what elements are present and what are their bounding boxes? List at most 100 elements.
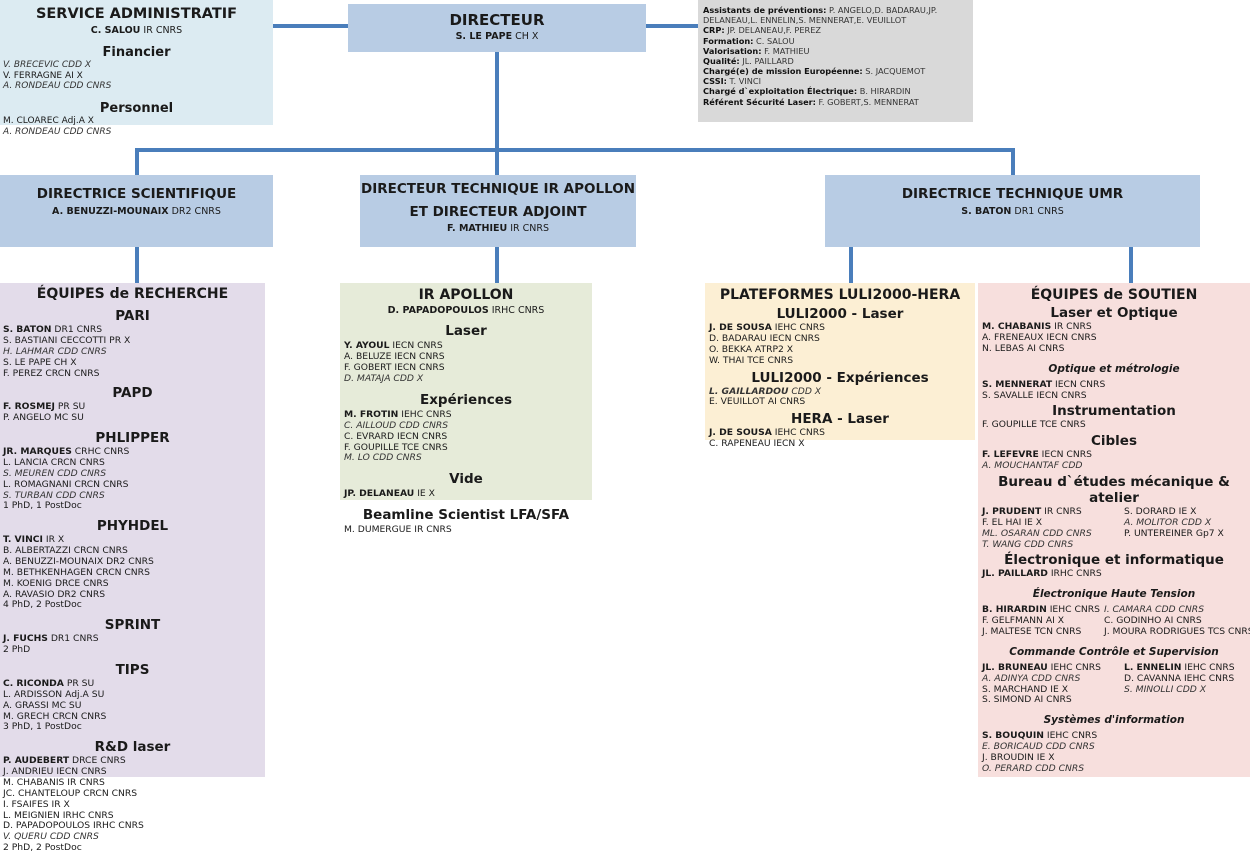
person-row: JL. PAILLARD IRHC CNRS (978, 568, 1250, 580)
person-detail: 2 PhD, 2 PostDoc (3, 842, 82, 854)
person-detail: J. MALTESE TCN CNRS (982, 625, 1082, 637)
person-row: P. ANGELO MC SU (0, 412, 265, 424)
person-row: J. MOURA RODRIGUES TCS CNRS (1100, 625, 1250, 638)
person-name: JL. PAILLARD (982, 568, 1048, 580)
person-row: C. RAPENEAU IECN X (705, 438, 975, 450)
connector-dir-tech-umr-to-support (1129, 247, 1133, 283)
role-row: Chargé(e) de mission Européenne: S. JACQ… (703, 66, 969, 76)
role-row: CSSI: T. VINCI (703, 76, 969, 86)
person-row: L. ROMAGNANI CRCN CNRS (0, 479, 265, 491)
person-row: M. KOENIG DRCE CNRS (0, 578, 265, 590)
person-row: S. SIMOND AI CNRS (978, 694, 1120, 706)
person-detail: H. LAHMAR CDD CNRS (3, 345, 107, 357)
plateformes-luli2000-hera-box: PLATEFORMES LULI2000-HERA LULI2000 - Las… (705, 283, 975, 449)
person-row: P. UNTEREINER Gp7 X (1120, 527, 1250, 540)
roles-and-missions-box: Assistants de préventions: P. ANGELO,D. … (698, 0, 973, 122)
admin-head: C. SALOU IR CNRS (0, 25, 273, 36)
role-value: B. HIRARDIN (857, 86, 911, 97)
person-detail: IEHC CNRS (1046, 604, 1100, 616)
group-heading: PHLIPPER (95, 430, 170, 447)
person-detail: E. BORICAUD CDD CNRS (982, 741, 1095, 753)
admin-title: SERVICE ADMINISTRATIF (35, 6, 238, 22)
person-detail: A. MOLITOR CDD X (1124, 516, 1212, 528)
role-label: CSSI: (703, 76, 727, 87)
role-value: F. GOBERT,S. MENNERAT (815, 96, 919, 107)
person-row: S. MEUREN CDD CNRS (0, 468, 265, 480)
directrice-technique-umr-box: DIRECTRICE TECHNIQUE UMR S. BATON DR1 CN… (825, 175, 1200, 247)
person-name: C. RICONDA (3, 678, 64, 689)
person-detail: IECN CNRS (1052, 378, 1106, 390)
person-detail: W. THAI TCE CNRS (709, 354, 794, 366)
person-row: B. ALBERTAZZI CRCN CNRS (0, 545, 265, 557)
director-role: CH X (512, 31, 539, 43)
person-detail: M. BETHKENHAGEN CRCN CNRS (3, 566, 150, 578)
person-row: V. FERRAGNE AI X (0, 71, 273, 82)
support-hd-bureau-etudes: Bureau d`études mécanique & atelier (998, 473, 1230, 506)
dir-tech-umr-name-line: S. BATON DR1 CNRS (825, 206, 1200, 217)
person-row: S. BOUQUIN IEHC CNRS (978, 730, 1250, 742)
service-administratif-box: SERVICE ADMINISTRATIF C. SALOU IR CNRS F… (0, 0, 273, 137)
person-row: T. VINCI IR X (0, 534, 265, 546)
person-detail: E. VEUILLOT AI CNRS (709, 396, 806, 408)
person-row: S. MENNERAT IECN CNRS (978, 378, 1250, 391)
group-heading: Expériences (420, 391, 512, 408)
support-hd-systemes-information: Systèmes d'information (1043, 714, 1185, 727)
person-detail: IEHC CNRS (1043, 730, 1098, 742)
person-detail: A. BENUZZI-MOUNAIX DR2 CNRS (3, 555, 154, 567)
person-detail: S. BASTIANI CECCOTTI PR X (3, 334, 131, 346)
person-row: 2 PhD, 2 PostDoc (0, 842, 265, 854)
support-hd-laser-optique: Laser et Optique (1050, 305, 1178, 322)
person-detail: F. GOUPILLE TCE CNRS (982, 419, 1086, 431)
person-detail: J. BROUDIN IE X (982, 752, 1055, 763)
person-name: J. DE SOUSA (709, 427, 772, 439)
person-row: S. TURBAN CDD CNRS (0, 490, 265, 502)
role-label: Assistants de préventions: (703, 5, 827, 15)
director-title: DIRECTEUR (449, 11, 545, 29)
ir-apollon-box: IR APOLLON D. PAPADOPOULOS IRHC CNRS Las… (340, 283, 592, 535)
person-row: F. EL HAI IE X (978, 516, 1120, 529)
person-detail: V. BRECEVIC CDD X (3, 60, 92, 71)
person-row: JR. MARQUES CRHC CNRS (0, 446, 265, 458)
person-row: JP. DELANEAU IE X (340, 488, 592, 500)
person-name: JR. MARQUES (3, 446, 72, 458)
research-title: ÉQUIPES de RECHERCHE (36, 286, 229, 302)
person-row: J. MALTESE TCN CNRS (978, 625, 1100, 638)
person-detail: N. LEBAS AI CNRS (982, 342, 1065, 354)
support-hd-optique-metrologie: Optique et métrologie (1048, 362, 1180, 375)
person-detail: IEHC CNRS (1047, 661, 1101, 673)
role-label: CRP: (703, 25, 725, 36)
person-detail: L. MEIGNIEN IRHC CNRS (3, 809, 114, 821)
connector-bus-to-dir-sci (135, 148, 139, 175)
roles-list: Assistants de préventions: P. ANGELO,D. … (703, 5, 969, 107)
person-detail: S. MINOLLI CDD X (1124, 683, 1207, 695)
role-row: Formation: C. SALOU (703, 36, 969, 46)
admin-head-role: IR CNRS (140, 24, 183, 36)
person-row: T. WANG CDD CNRS (978, 539, 1120, 551)
person-detail: S. SAVALLE IECN CNRS (982, 389, 1087, 401)
dir-tech-umr-name: S. BATON (961, 205, 1012, 217)
role-value: P. ANGELO,D. BADARAU,JP. DELANEAU,L. ENN… (703, 5, 938, 26)
person-detail: M. DUMERGUE IR CNRS (344, 524, 452, 536)
person-row: F. GOUPILLE TCE CNRS (978, 419, 1250, 431)
person-detail: B. ALBERTAZZI CRCN CNRS (3, 545, 128, 557)
person-row: E. VEUILLOT AI CNRS (705, 396, 975, 408)
person-detail: A. ADINYA CDD CNRS (982, 672, 1081, 684)
person-row: L. LANCIA CRCN CNRS (0, 457, 265, 469)
group-heading: TIPS (115, 662, 150, 678)
person-detail: P. UNTEREINER Gp7 X (1124, 527, 1224, 539)
group-heading: PARI (115, 308, 150, 325)
person-detail: A. RAVASIO DR2 CNRS (3, 588, 106, 600)
person-detail: O. BEKKA ATRP2 X (709, 343, 794, 355)
person-detail: IEHC CNRS (398, 408, 452, 420)
person-detail: F. EL HAI IE X (982, 516, 1043, 528)
person-detail: J. MOURA RODRIGUES TCS CNRS (1103, 625, 1250, 637)
person-detail: V. QUERU CDD CNRS (3, 831, 99, 843)
person-row: C. RICONDA PR SU (0, 678, 265, 690)
person-row: S. MINOLLI CDD X (1120, 683, 1250, 696)
